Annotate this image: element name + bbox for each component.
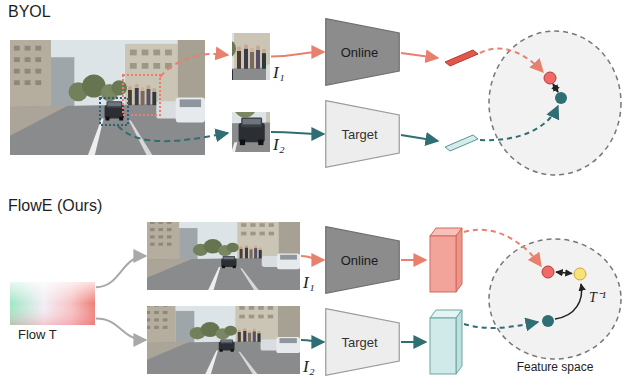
- feature-dot: [555, 92, 567, 104]
- online-encoder: Online: [325, 226, 400, 294]
- crop-box: [123, 75, 160, 115]
- output-arrow: [401, 135, 438, 141]
- crop-image: [116, 0, 316, 127]
- feature-space: [489, 31, 621, 175]
- projection-arrow: [464, 322, 538, 328]
- target-encoder: Target: [325, 100, 400, 168]
- flow-connector: [301, 340, 324, 342]
- encoder-trapezoid: [326, 19, 400, 86]
- crop-leader: [160, 54, 228, 77]
- illustration-part: [147, 217, 300, 290]
- encoder-label: Online: [341, 253, 379, 268]
- feature-dot: [544, 72, 556, 84]
- flow-connector: [96, 256, 146, 287]
- flow-field: [10, 282, 95, 325]
- warped-feature-dot: [574, 268, 586, 280]
- feature-map: [430, 310, 462, 374]
- flow-node: Flow T: [10, 282, 95, 325]
- crop-leader: [118, 126, 228, 141]
- node-label: Flow T: [18, 327, 57, 342]
- illustration-part: [142, 300, 300, 374]
- output-arrow: [401, 259, 426, 261]
- encoder-trapezoid: [326, 101, 400, 168]
- flow-connector: [96, 319, 146, 340]
- encoder-trapezoid: [326, 227, 400, 294]
- image-label: I₁: [273, 63, 285, 83]
- image-label: I₂: [273, 135, 285, 155]
- loss-arrow: [553, 84, 558, 92]
- encoder-trapezoid: [326, 309, 400, 376]
- target-encoder: Target: [325, 308, 400, 376]
- flow-connector: [271, 52, 324, 57]
- frame-node: I₁: [147, 222, 300, 290]
- image-label: I₁: [303, 273, 315, 293]
- illustration-part: [430, 236, 456, 292]
- feature-dot: [542, 315, 554, 327]
- street-photo: [10, 40, 205, 155]
- illustration-part: [116, 0, 316, 127]
- encoder-label: Target: [341, 335, 377, 350]
- online-encoder: Online: [325, 18, 400, 86]
- crop-image-node: I₁: [232, 33, 270, 80]
- node-label: Feature space: [517, 360, 594, 374]
- section-title: BYOL: [8, 3, 51, 21]
- illustration-part: [456, 310, 462, 374]
- projection-arrow: [464, 230, 541, 266]
- image-label: I₂: [303, 357, 315, 377]
- illustration-part: [456, 228, 462, 292]
- encoder-label: Target: [341, 127, 377, 142]
- embedding-vector: [445, 50, 478, 66]
- loss-arrow: [556, 272, 572, 274]
- flow-connector: [301, 256, 324, 260]
- frame-node: I₂: [147, 306, 300, 374]
- feature-dot: [542, 266, 554, 278]
- frame-image: [147, 217, 300, 290]
- crop-image-node: I₂: [232, 112, 270, 152]
- output-arrow: [401, 341, 426, 343]
- illustration-part: [10, 40, 205, 155]
- feature-space: [489, 239, 621, 359]
- frame-image: [142, 300, 300, 374]
- projection-arrow: [480, 49, 543, 72]
- flow-field: [10, 282, 95, 325]
- feature-map: [430, 228, 462, 292]
- encoder-label: Online: [341, 45, 379, 60]
- crop-box: [100, 98, 128, 125]
- embedding-vector: [445, 135, 478, 151]
- inverse-flow-arrow: [555, 284, 582, 319]
- projection-arrow: [480, 106, 558, 140]
- illustration-part: [430, 318, 456, 374]
- output-arrow: [401, 53, 438, 58]
- section-title: FlowE (Ours): [8, 197, 102, 215]
- math-label: T⁻¹: [589, 287, 606, 306]
- flow-connector: [271, 132, 324, 134]
